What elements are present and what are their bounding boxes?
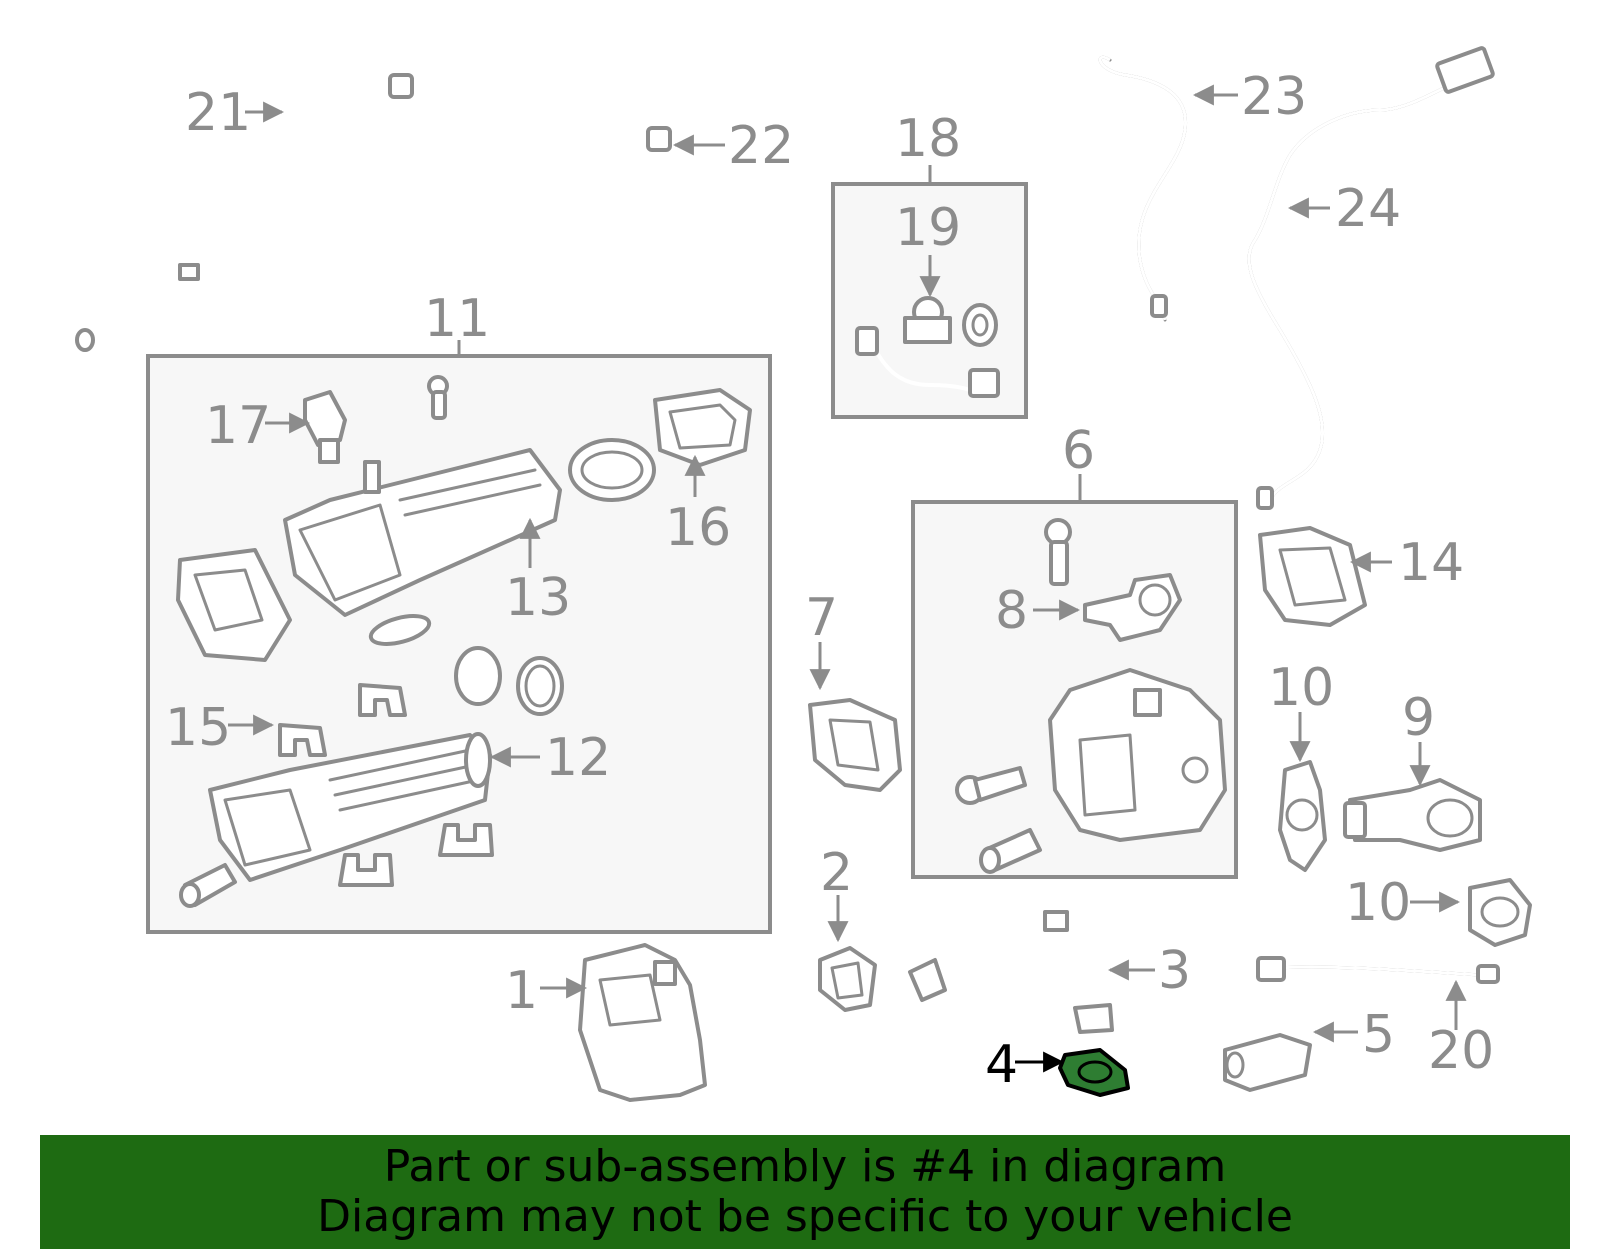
valve-bolt-2[interactable] [955, 766, 1027, 805]
sensor-kit-washer[interactable] [962, 303, 998, 347]
callout-17: 17 [205, 396, 271, 456]
egr-valve-body[interactable] [1048, 668, 1227, 842]
callout-12: 12 [545, 728, 611, 788]
callout-11: 11 [424, 289, 490, 349]
part-15-clip[interactable] [278, 683, 494, 887]
callout-8: 8 [995, 581, 1028, 641]
part-13-egr-cooler[interactable] [283, 448, 562, 617]
callout-16: 16 [665, 498, 731, 558]
callout-21: 21 [185, 83, 251, 143]
callout-20: 20 [1428, 1021, 1494, 1081]
part-1-egr-valve[interactable] [578, 943, 707, 1102]
part-10-gasket-upper[interactable] [1278, 760, 1327, 872]
callout-22: 22 [728, 116, 794, 176]
info-banner: Part or sub-assembly is #4 in diagram Di… [40, 1135, 1570, 1249]
part-14-gasket[interactable] [1258, 526, 1367, 627]
part-9-egr-pipe[interactable] [1343, 778, 1482, 852]
part-16-gasket[interactable] [653, 388, 752, 467]
part-21-hose[interactable] [75, 56, 414, 352]
callout-10-lower: 10 [1345, 873, 1411, 933]
part-22-hose[interactable] [491, 95, 672, 255]
callout-6: 6 [1062, 421, 1095, 481]
callout-14: 14 [1398, 533, 1464, 593]
callout-2: 2 [820, 843, 853, 903]
part-23-sensor-wire[interactable] [1098, 55, 1188, 322]
sensor-kit-tube[interactable] [855, 326, 1000, 398]
callout-13: 13 [505, 568, 571, 628]
cooler-gasket[interactable] [568, 438, 656, 502]
part-4-gasket-highlighted[interactable] [1058, 1048, 1130, 1097]
bolt-small[interactable] [427, 375, 449, 420]
valve-bolt[interactable] [1044, 518, 1072, 586]
callout-10-upper: 10 [1268, 658, 1334, 718]
callout-18: 18 [895, 109, 961, 169]
callout-24: 24 [1335, 179, 1401, 239]
callout-15: 15 [165, 698, 231, 758]
valve-pin[interactable] [979, 828, 1042, 874]
part-10-gasket-lower[interactable] [1468, 878, 1532, 947]
part-12-egr-cooler[interactable] [208, 732, 492, 882]
pipe-pin[interactable] [179, 863, 237, 908]
part-7-gasket[interactable] [808, 698, 902, 792]
callout-23: 23 [1241, 67, 1307, 127]
part-8-egr-valve-actuator[interactable] [1083, 573, 1182, 642]
part-5-bracket[interactable] [1223, 1033, 1312, 1092]
part-20-temperature-sensor[interactable] [1256, 956, 1500, 984]
banner-line-2: Diagram may not be specific to your vehi… [317, 1191, 1293, 1242]
callout-4-highlighted: 4 [985, 1035, 1018, 1095]
part-2-gasket[interactable] [818, 946, 877, 1012]
callout-9: 9 [1402, 688, 1435, 748]
callout-19: 19 [895, 198, 961, 258]
callout-3: 3 [1158, 941, 1191, 1001]
callout-7: 7 [805, 588, 838, 648]
part-19-sensor[interactable] [903, 296, 952, 344]
part-3-egr-tube[interactable] [908, 910, 1114, 1034]
callout-5: 5 [1362, 1005, 1395, 1065]
callout-1: 1 [505, 961, 538, 1021]
o-ring-set[interactable] [368, 611, 564, 716]
cooler-side-gasket[interactable] [176, 548, 292, 662]
banner-line-1: Part or sub-assembly is #4 in diagram [383, 1141, 1227, 1192]
part-24-wiring-harness[interactable] [1247, 46, 1495, 510]
